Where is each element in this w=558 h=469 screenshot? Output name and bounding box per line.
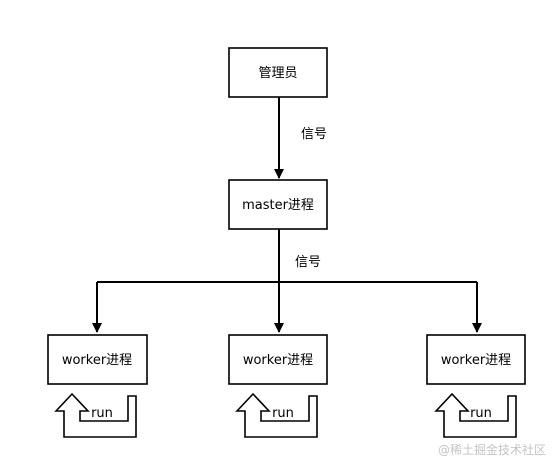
node-worker3: worker进程	[426, 334, 526, 385]
run-loop-label: run	[91, 406, 113, 421]
run-loop-arrow-icon	[54, 392, 137, 438]
node-admin-label: 管理员	[258, 66, 297, 81]
run-loop-label: run	[272, 406, 294, 421]
node-worker3-box	[426, 334, 526, 385]
run-loop-worker1: run	[54, 392, 137, 438]
node-worker3-label: worker进程	[441, 353, 511, 368]
node-admin: 管理员	[228, 47, 328, 98]
node-worker2-label: worker进程	[243, 353, 313, 368]
node-worker2-box	[228, 334, 328, 385]
node-master-label: master进程	[242, 198, 314, 213]
node-worker1: worker进程	[47, 334, 148, 385]
run-loop-label: run	[470, 406, 492, 421]
run-loop-arrow-icon	[235, 392, 318, 438]
edge-label-master-workers: 信号	[295, 255, 321, 270]
node-worker1-label: worker进程	[62, 353, 132, 368]
watermark-text: @稀土掘金技术社区	[438, 442, 546, 457]
edges	[92, 97, 482, 333]
run-loop-worker3: run	[434, 392, 517, 438]
node-worker1-box	[47, 334, 148, 385]
node-master-box	[228, 179, 328, 230]
node-worker2: worker进程	[228, 334, 328, 385]
run-loop-worker2: run	[235, 392, 318, 438]
node-admin-box	[228, 47, 328, 98]
edge-label-admin-master: 信号	[301, 127, 327, 142]
run-loop-arrow-icon	[434, 392, 517, 438]
node-master: master进程	[228, 179, 328, 230]
